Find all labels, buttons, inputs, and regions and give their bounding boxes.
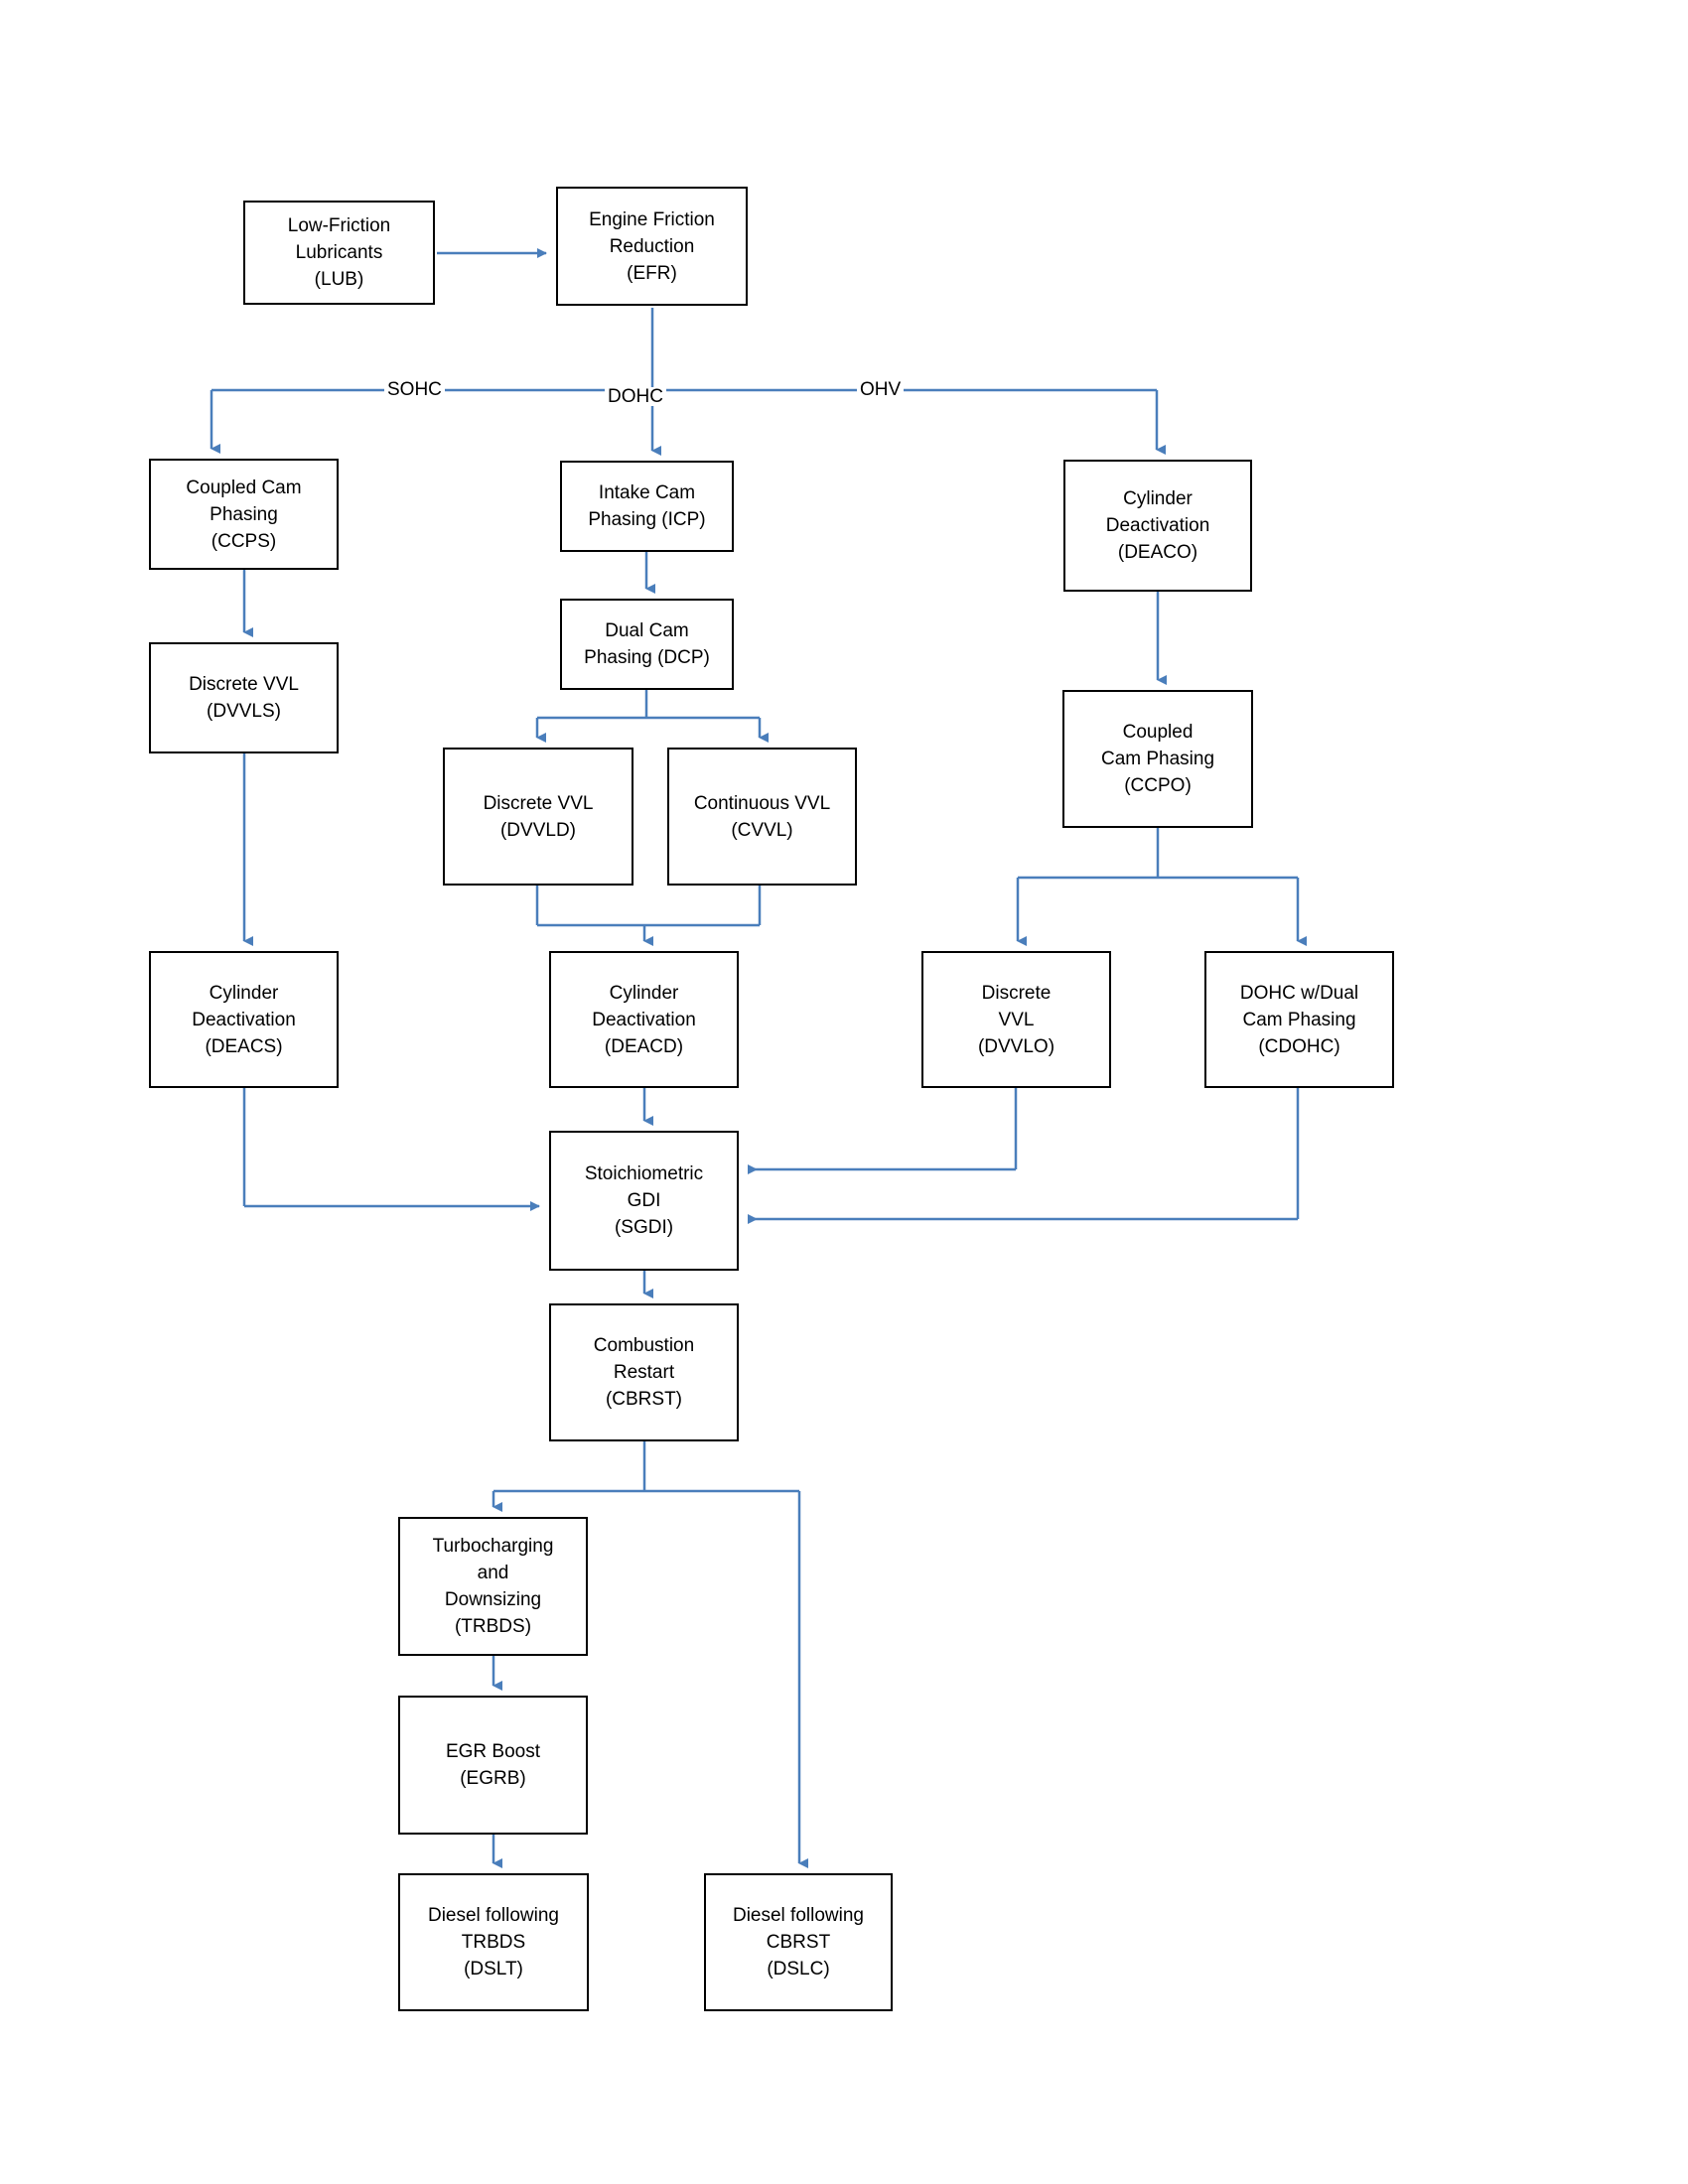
node-egrb[interactable]: EGR Boost (EGRB): [398, 1696, 588, 1835]
node-deaco[interactable]: Cylinder Deactivation (DEACO): [1063, 460, 1252, 592]
node-dvvld-label: Discrete VVL (DVVLD): [483, 792, 594, 841]
node-dvvls[interactable]: Discrete VVL (DVVLS): [149, 642, 339, 753]
node-deaco-label: Cylinder Deactivation (DEACO): [1105, 488, 1210, 563]
node-dslc[interactable]: Diesel following CBRST (DSLC): [704, 1873, 893, 2011]
node-cbrst[interactable]: Combustion Restart (CBRST): [549, 1303, 739, 1441]
node-dvvlo[interactable]: Discrete VVL (DVVLO): [921, 951, 1111, 1088]
node-trbds[interactable]: Turbocharging and Downsizing (TRBDS): [398, 1517, 588, 1656]
node-deacs-label: Cylinder Deactivation (DEACS): [192, 982, 296, 1057]
node-lub-label: Low-Friction Lubricants (LUB): [287, 215, 391, 290]
node-icp-label: Intake Cam Phasing (ICP): [588, 482, 706, 530]
node-ccps-label: Coupled Cam Phasing (CCPS): [186, 477, 302, 552]
node-ccps[interactable]: Coupled Cam Phasing (CCPS): [149, 459, 339, 570]
node-deacd-label: Cylinder Deactivation (DEACD): [592, 982, 696, 1057]
node-dslt-label: Diesel following TRBDS (DSLT): [427, 1905, 559, 1979]
node-dslc-label: Diesel following CBRST (DSLC): [732, 1905, 864, 1979]
node-ccpo[interactable]: Coupled Cam Phasing (CCPO): [1062, 690, 1253, 828]
node-dslt[interactable]: Diesel following TRBDS (DSLT): [398, 1873, 589, 2011]
node-dvvld[interactable]: Discrete VVL (DVVLD): [443, 748, 633, 886]
node-trbds-label: Turbocharging and Downsizing (TRBDS): [432, 1536, 554, 1637]
node-cdohc[interactable]: DOHC w/Dual Cam Phasing (CDOHC): [1204, 951, 1394, 1088]
node-dcp-label: Dual Cam Phasing (DCP): [584, 620, 710, 668]
node-efr-label: Engine Friction Reduction (EFR): [589, 208, 715, 284]
edge-label-ohv: OHV: [857, 380, 905, 399]
node-deacd[interactable]: Cylinder Deactivation (DEACD): [549, 951, 739, 1088]
node-lub[interactable]: Low-Friction Lubricants (LUB): [243, 201, 435, 305]
node-sgdi-label: Stoichiometric GDI (SGDI): [584, 1163, 704, 1238]
edge-label-sohc: SOHC: [384, 380, 445, 399]
node-cdohc-label: DOHC w/Dual Cam Phasing (CDOHC): [1239, 982, 1359, 1057]
node-icp[interactable]: Intake Cam Phasing (ICP): [560, 461, 734, 552]
node-sgdi[interactable]: Stoichiometric GDI (SGDI): [549, 1131, 739, 1271]
node-cbrst-label: Combustion Restart (CBRST): [593, 1335, 695, 1410]
node-cvvl[interactable]: Continuous VVL (CVVL): [667, 748, 857, 886]
node-ccpo-label: Coupled Cam Phasing (CCPO): [1100, 722, 1215, 796]
node-dvvls-label: Discrete VVL (DVVLS): [189, 674, 299, 722]
node-dcp[interactable]: Dual Cam Phasing (DCP): [560, 599, 734, 690]
edge-label-dohc: DOHC: [605, 387, 666, 406]
node-dvvlo-label: Discrete VVL (DVVLO): [977, 982, 1055, 1057]
node-egrb-label: EGR Boost (EGRB): [445, 1741, 541, 1789]
node-cvvl-label: Continuous VVL (CVVL): [693, 792, 831, 841]
node-deacs[interactable]: Cylinder Deactivation (DEACS): [149, 951, 339, 1088]
node-efr[interactable]: Engine Friction Reduction (EFR): [556, 187, 748, 306]
